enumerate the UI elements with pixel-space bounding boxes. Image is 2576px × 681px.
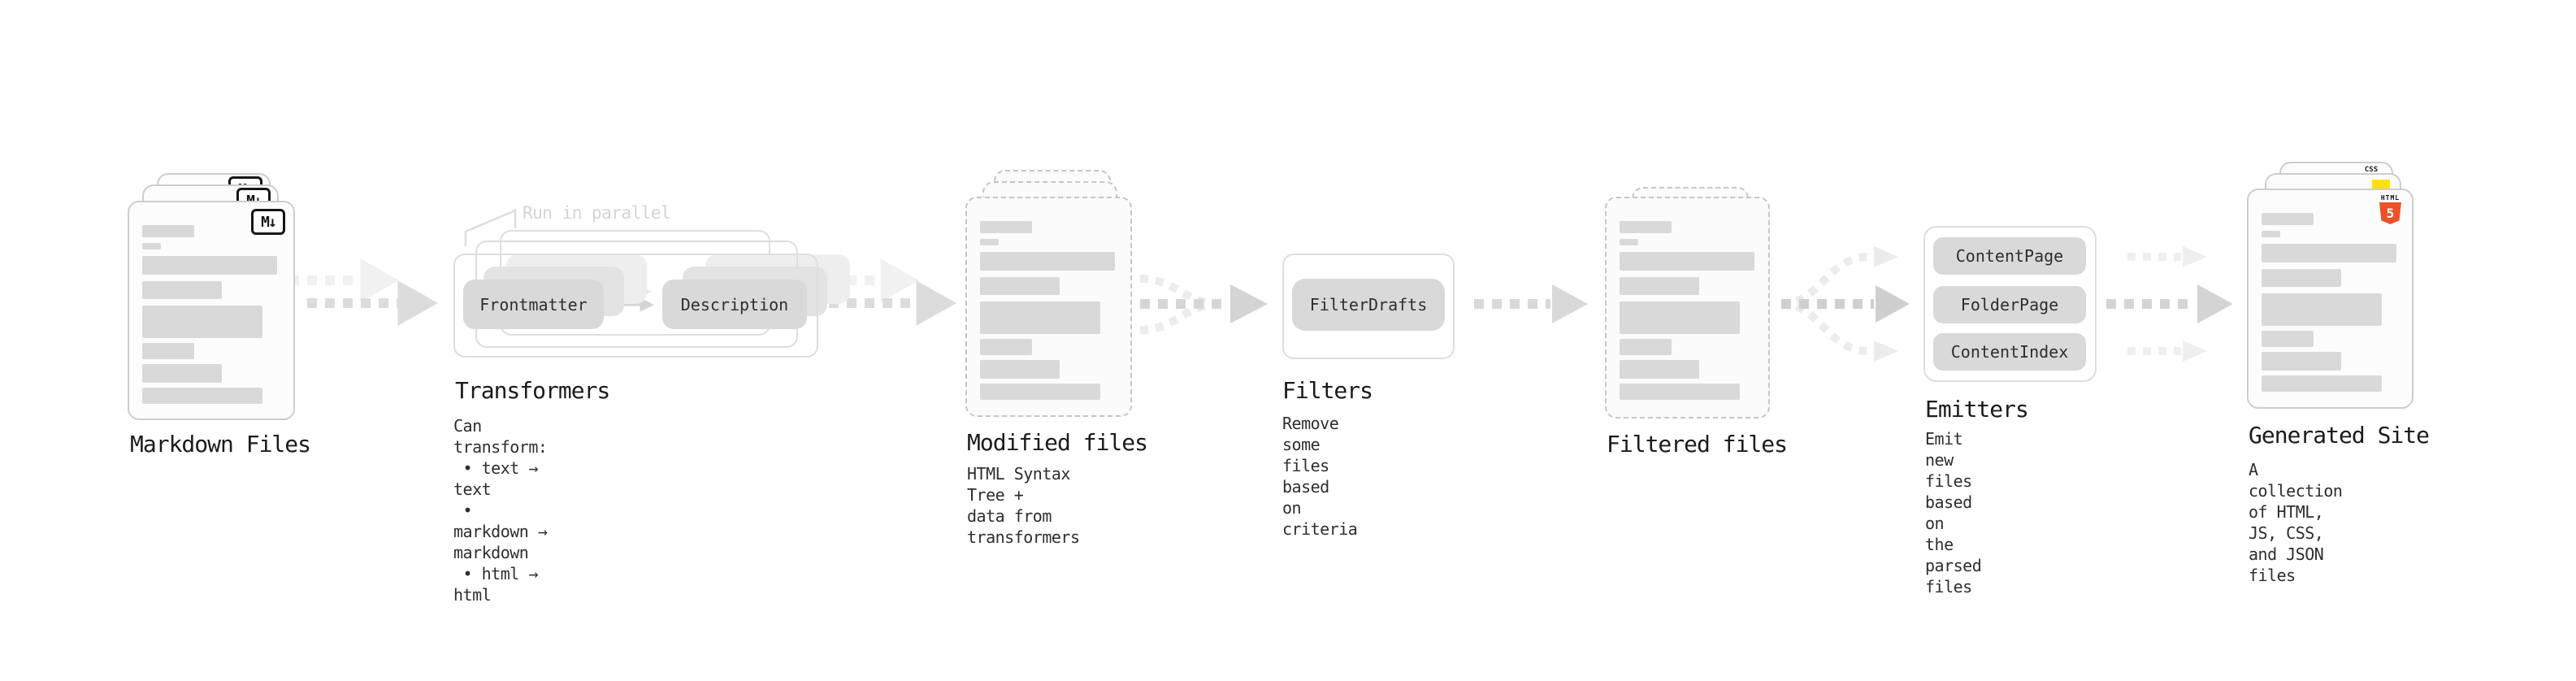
skeleton-line bbox=[980, 339, 1032, 355]
skeleton-line bbox=[1620, 239, 1638, 245]
skeleton-line bbox=[1620, 221, 1672, 233]
html5-icon-label: HTML bbox=[2380, 194, 2400, 202]
stage-description: A collection of HTML, JS, CSS, and JSON … bbox=[2249, 460, 2343, 585]
skeleton-line bbox=[2262, 293, 2382, 326]
arrow-emitters-to-generated-icon bbox=[2106, 246, 2233, 362]
arrow-filters-to-filtered-icon bbox=[1474, 284, 1588, 323]
file-card-front bbox=[965, 197, 1132, 417]
stage-title: Modified files bbox=[967, 429, 1148, 456]
skeleton-line bbox=[142, 364, 222, 383]
skeleton-line bbox=[1620, 339, 1672, 355]
filter-pill-filterdrafts: FilterDrafts bbox=[1292, 279, 1445, 331]
arrow-filtered-to-emitters-icon bbox=[1780, 246, 1910, 362]
skeleton-line bbox=[980, 221, 1032, 233]
skeleton-line bbox=[1620, 252, 1754, 271]
html5-icon-shield: 5 bbox=[2379, 202, 2401, 224]
skeleton-line bbox=[142, 243, 161, 249]
skeleton-line bbox=[142, 388, 262, 404]
skeleton-line bbox=[980, 239, 999, 245]
stage-title: Transformers bbox=[455, 377, 610, 404]
file-card-front: HTML 5 bbox=[2247, 189, 2413, 409]
skeleton-line bbox=[980, 252, 1115, 271]
skeleton-line bbox=[2262, 231, 2280, 237]
skeleton-line bbox=[2262, 244, 2396, 262]
file-card-front: M↓ bbox=[128, 201, 295, 420]
stage-title: Generated Site bbox=[2249, 422, 2430, 449]
skeleton-line bbox=[2262, 331, 2314, 347]
skeleton-line bbox=[1620, 301, 1740, 334]
stage-description: Can transform: • text → text • markdown … bbox=[453, 416, 548, 605]
emitter-pill-contentpage: ContentPage bbox=[1933, 237, 2086, 275]
css-icon-label: CSS bbox=[2364, 166, 2379, 174]
transformer-pill-description: Description bbox=[662, 280, 807, 329]
javascript-icon bbox=[2372, 180, 2390, 190]
skeleton-line bbox=[980, 360, 1060, 379]
skeleton-line bbox=[1620, 360, 1699, 379]
stage-description: Emit new files based on the parsed files bbox=[1925, 429, 1982, 596]
markdown-icon: M↓ bbox=[251, 209, 285, 235]
skeleton-line bbox=[980, 277, 1060, 295]
stage-description: Remove some files based on criteria bbox=[1282, 414, 1358, 539]
skeleton-line bbox=[2262, 352, 2341, 371]
skeleton-line bbox=[142, 256, 277, 275]
skeleton-line bbox=[1620, 384, 1740, 400]
emitter-pill-folderpage: FolderPage bbox=[1933, 286, 2086, 323]
stage-title: Markdown Files bbox=[130, 431, 311, 458]
skeleton-line bbox=[2262, 375, 2382, 392]
skeleton-line bbox=[142, 225, 194, 237]
skeleton-line bbox=[1620, 277, 1699, 295]
skeleton-line bbox=[2262, 269, 2341, 287]
skeleton-line bbox=[142, 343, 194, 359]
skeleton-line bbox=[2262, 213, 2314, 225]
skeleton-line bbox=[980, 301, 1100, 334]
stage-description: HTML Syntax Tree + data from transformer… bbox=[967, 464, 1080, 547]
html5-icon: HTML 5 bbox=[2379, 194, 2401, 224]
emitter-pill-contentindex: ContentIndex bbox=[1933, 333, 2086, 371]
skeleton-line bbox=[980, 384, 1100, 400]
skeleton-line bbox=[142, 281, 222, 299]
skeleton-line bbox=[142, 306, 262, 338]
transformer-pill-frontmatter: Frontmatter bbox=[463, 280, 604, 329]
stage-title: Filters bbox=[1282, 377, 1373, 404]
run-in-parallel-annotation: Run in parallel bbox=[523, 203, 671, 223]
arrow-modified-to-filters-icon bbox=[1139, 275, 1268, 334]
stage-title: Filtered files bbox=[1607, 431, 1788, 458]
arrow-markdown-to-transformers-icon bbox=[289, 258, 439, 326]
file-card-front bbox=[1605, 197, 1770, 419]
transformer-box-front bbox=[453, 254, 818, 358]
stage-title: Emitters bbox=[1925, 396, 2029, 423]
